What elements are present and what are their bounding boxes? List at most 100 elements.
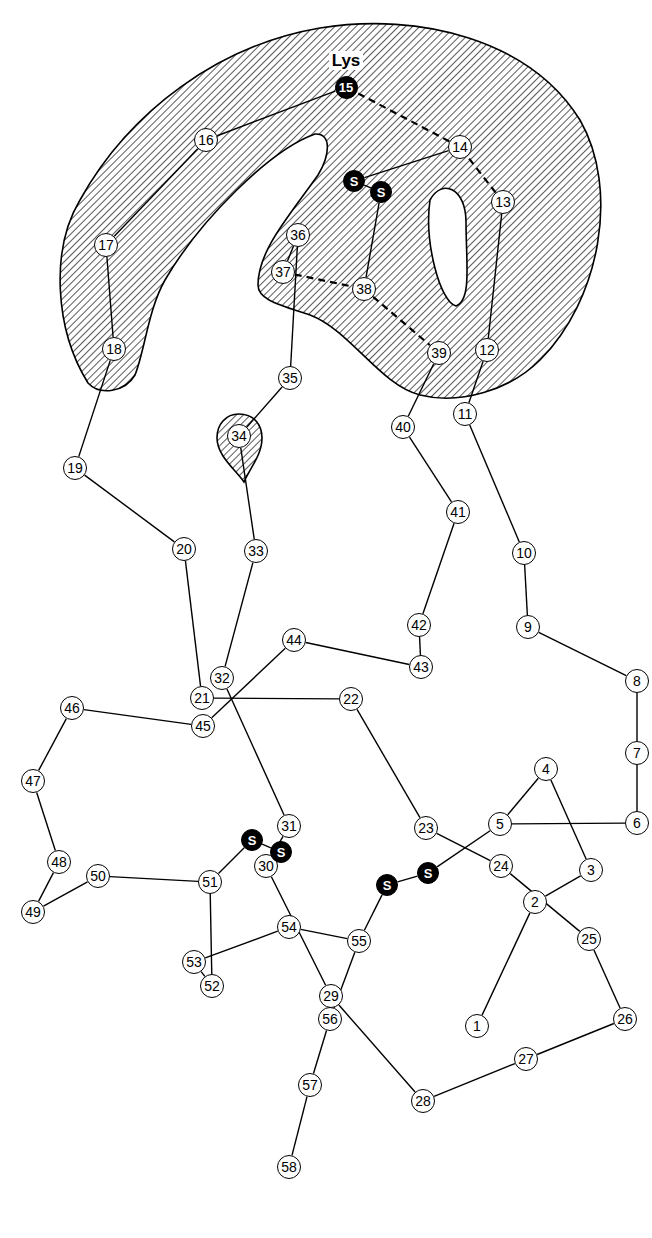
residue-circle: 8 xyxy=(625,669,649,693)
residue-number: 6 xyxy=(633,816,641,830)
disulfide-bond xyxy=(366,203,379,277)
residue-circle: 48 xyxy=(47,850,71,874)
backbone-link xyxy=(551,780,586,859)
residue-number: 43 xyxy=(413,660,429,674)
residue-circle: 13 xyxy=(491,190,515,214)
backbone-link xyxy=(39,873,54,902)
residue-number: 24 xyxy=(493,859,509,873)
residue-number: 14 xyxy=(452,140,468,154)
residue-circle: 57 xyxy=(298,1073,322,1097)
residue-circle: 45 xyxy=(191,714,215,738)
residue-circle: 3 xyxy=(579,858,603,882)
disulfide-bond xyxy=(262,844,271,848)
sulfur-atom: S xyxy=(370,181,392,203)
residue-circle: 43 xyxy=(409,655,433,679)
backbone-link xyxy=(288,246,294,261)
backbone-link xyxy=(488,214,501,338)
backbone-link xyxy=(512,822,625,824)
residue-circle: 50 xyxy=(86,864,110,888)
residue-circle: 22 xyxy=(339,687,363,711)
residue-circle: 24 xyxy=(489,854,513,878)
residue-circle: 56 xyxy=(318,1007,342,1031)
residue-circle: 53 xyxy=(182,950,206,974)
backbone-link xyxy=(525,565,528,615)
residue-number: 32 xyxy=(214,671,230,685)
contact-surface xyxy=(60,24,601,398)
sulfur-atom: S xyxy=(343,170,365,192)
residue-number: 29 xyxy=(323,989,339,1003)
residue-number: 10 xyxy=(516,546,532,560)
backbone-link xyxy=(225,563,253,667)
backbone-link xyxy=(545,876,580,896)
residue-number: 35 xyxy=(282,371,298,385)
residue-number: 46 xyxy=(64,701,80,715)
residue-number: S xyxy=(350,175,359,188)
disulfide-bond xyxy=(364,895,382,930)
residue-number: 7 xyxy=(633,746,641,760)
sulfur-atom: S xyxy=(270,841,292,863)
residue-circle: 36 xyxy=(286,223,310,247)
residue-number: 13 xyxy=(495,195,511,209)
backbone-link xyxy=(434,1064,515,1097)
residue-circle: 20 xyxy=(172,537,196,561)
disulfide-bond xyxy=(364,151,448,178)
residue-circle: 10 xyxy=(512,541,536,565)
backbone-link xyxy=(510,874,580,932)
residue-circle: 26 xyxy=(613,1007,637,1031)
contact-spot xyxy=(217,414,262,482)
backbone-link xyxy=(271,877,325,986)
backbone-link xyxy=(292,1097,307,1156)
residue-circle: 18 xyxy=(102,337,126,361)
residue-circle: 9 xyxy=(516,615,540,639)
backbone-link xyxy=(537,1023,614,1054)
sulfur-atom: S xyxy=(417,862,439,884)
residue-circle: 33 xyxy=(244,539,268,563)
residue-number: S xyxy=(383,879,392,892)
residue-name: Lys xyxy=(329,51,364,70)
residue-circle: 32 xyxy=(210,666,234,690)
residue-circle: 4 xyxy=(534,757,558,781)
residue-number: 28 xyxy=(415,1094,431,1108)
backbone-link xyxy=(482,913,530,1015)
backbone-link xyxy=(210,894,212,974)
backbone-link xyxy=(423,523,454,613)
residue-number: 48 xyxy=(51,855,67,869)
sulfur-atom: S xyxy=(376,874,398,896)
residue-circle: 28 xyxy=(411,1089,435,1113)
residue-number: 20 xyxy=(176,542,192,556)
residue-number: 11 xyxy=(458,407,473,421)
residue-number: 30 xyxy=(258,859,274,873)
backbone-link xyxy=(295,274,353,286)
residue-circle: 55 xyxy=(347,929,371,953)
residue-number: 15 xyxy=(339,81,353,94)
residue-number: 34 xyxy=(231,429,247,443)
residue-number: 36 xyxy=(290,228,306,242)
residue-circle: 39 xyxy=(427,341,451,365)
residue-circle: 34 xyxy=(227,424,251,448)
residue-circle: 54 xyxy=(277,915,301,939)
backbone-link xyxy=(437,833,491,860)
residue-circle: 2 xyxy=(523,890,547,914)
backbone-link xyxy=(467,156,495,192)
residue-number: 1 xyxy=(473,1019,481,1033)
residue-circle: 7 xyxy=(625,741,649,765)
backbone-link xyxy=(107,257,113,337)
backbone-link xyxy=(43,882,87,906)
residue-number: 44 xyxy=(286,633,302,647)
residue-number: 40 xyxy=(395,420,411,434)
residue-circle: 11 xyxy=(453,402,477,426)
residue-number: 55 xyxy=(351,934,367,948)
residue-circle: 19 xyxy=(63,456,87,480)
residue-number: 18 xyxy=(106,342,122,356)
backbone-link xyxy=(508,778,539,815)
sulfur-atom: 15 xyxy=(335,76,358,99)
residue-number: S xyxy=(424,867,433,880)
backbone-link xyxy=(470,425,520,542)
backbone-link xyxy=(356,92,449,141)
residue-number: 2 xyxy=(531,895,539,909)
residue-circle: 46 xyxy=(60,696,84,720)
residue-number: 47 xyxy=(25,774,41,788)
residue-circle: 14 xyxy=(448,135,472,159)
residue-circle: 41 xyxy=(446,500,470,524)
